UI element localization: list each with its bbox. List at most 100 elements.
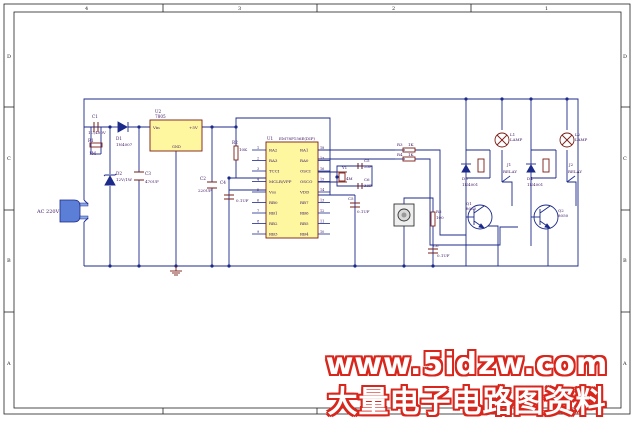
mcu-left-pin-label: RB1 [269, 211, 278, 216]
q1-value: 8050 [466, 206, 477, 211]
mcu-left-pin-label: MCLR/VPP [269, 179, 292, 184]
r4-value: 1K [408, 152, 415, 157]
r5-ref: R5 [436, 209, 442, 214]
j2-ref: J2 [568, 162, 574, 167]
mcu-left-pin-number: 7 [257, 209, 259, 213]
relay-coil-j1 [477, 158, 485, 173]
mcu-right-pin-number: 15 [320, 177, 324, 181]
mcu-right-pin-number: 13 [320, 198, 324, 202]
mcu-right-pin-label: RB4 [300, 232, 309, 237]
resistor-r1 [89, 142, 103, 148]
frame-col-label: 2 [392, 6, 395, 12]
c1-ref: C1 [92, 114, 98, 119]
mcu-left-pin-label: RB0 [269, 200, 278, 205]
c4-value: 0.1UF [236, 198, 249, 203]
q1-ref: Q1 [466, 201, 472, 206]
d2-ref: D2 [116, 171, 122, 176]
l1-ref: L1 [510, 132, 515, 137]
mcu-right-pin-number: 17 [320, 156, 324, 160]
j2-value: RELAY [568, 169, 582, 174]
d2-value: 12V/1W [116, 177, 133, 182]
j1-value: RELAY [503, 169, 517, 174]
mcu-right-pin-label: OSCI [300, 169, 311, 174]
regulator-u2 [149, 119, 203, 152]
l2-value: LAMP [575, 137, 588, 142]
capacitor-c5 [357, 163, 363, 169]
mcu-right-pin-label: RA1 [300, 148, 308, 153]
trimmer-icon [393, 203, 415, 227]
c3-value: 470UF [145, 179, 159, 184]
frame-row-label: D [7, 54, 11, 60]
mcu-right-pin-label: RB6 [300, 211, 309, 216]
relay-switch-j2 [566, 175, 576, 183]
mcu-left-pin-number: 2 [257, 156, 259, 160]
d3-value: 1N4001 [462, 182, 478, 187]
mcu-right-pin-label: RB5 [300, 221, 309, 226]
l2-ref: L2 [575, 132, 581, 137]
mcu-left-pin-label: RA3 [269, 158, 278, 163]
c6-ref: C6 [364, 177, 370, 182]
mcu-right-pin-number: 14 [320, 188, 324, 192]
frame-row-label: B [7, 258, 11, 264]
mcu-right-pin-number: 10 [320, 230, 324, 234]
ground-icon [170, 266, 182, 276]
crystal-ref: Y1 [341, 165, 347, 170]
d3-ref: D3 [462, 176, 468, 181]
resistor-r3 [402, 147, 416, 153]
mcu-right-pin-number: 11 [320, 219, 324, 223]
ac-input-label: AC 220V [36, 209, 60, 215]
mcu-left-pin-label: TCCI [269, 169, 280, 174]
mcu-left-pin-number: 6 [257, 198, 259, 202]
mcu-right-pin-label: RB7 [300, 200, 309, 205]
capacitor-c3 [134, 171, 144, 181]
r5-value: 100 [436, 215, 444, 220]
r2-ref: R2 [232, 140, 238, 145]
d4-value: 1N4001 [527, 182, 543, 187]
capacitor-c1 [93, 122, 99, 132]
c2-value: 220UF [198, 188, 212, 193]
watermark-cn: 大量电子电路图资料 [327, 385, 607, 420]
transistor-q2-icon [531, 204, 559, 230]
watermark-url: www.5idzw.com [325, 347, 609, 382]
q2-ref: Q2 [558, 208, 564, 213]
frame-labels: 4 3 2 1 D C B A D C B A [6, 6, 627, 367]
mcu-right-pin-number: 12 [320, 209, 324, 213]
r2-value: 10K [239, 147, 248, 152]
c4-ref: C4 [220, 180, 226, 185]
c2-ref: C2 [200, 176, 206, 181]
c1-value: 1U/400V [88, 130, 106, 135]
c8-value: 0.1UF [437, 253, 450, 258]
resistor-r4 [402, 156, 416, 162]
frame-row-label: C [623, 156, 627, 162]
u2-pin-vin: Vin [152, 125, 160, 130]
r3-value: 1K [408, 142, 415, 147]
crystal-value: 4M [346, 176, 353, 181]
capacitor-c6 [357, 183, 363, 189]
diode-d3-icon [461, 163, 471, 173]
capacitor-c2 [207, 181, 217, 189]
mcu-left-pin-number: 1 [257, 146, 259, 150]
d4-ref: D4 [527, 176, 533, 181]
mcu-left-pin-label: RB3 [269, 232, 278, 237]
r3-ref: R3 [397, 142, 403, 147]
zener-d2-icon [103, 173, 117, 186]
mcu-right-pin-label: VDD [299, 190, 309, 195]
ac-plug-icon [59, 199, 89, 223]
d1-value: 1N4007 [116, 142, 133, 147]
mcu-pins: RA21RA32TCCI3MCLR/VPP4Vss5RB06RB17RB28RB… [252, 146, 330, 237]
diode-d4-icon [526, 163, 536, 173]
resistor-r5 [430, 211, 436, 227]
relay-coil-j2 [542, 158, 550, 173]
lamp-icon [559, 132, 575, 148]
frame-row-label: D [623, 54, 627, 60]
l1-value: LAMP [510, 137, 523, 142]
c7-value: 0.1UF [357, 209, 370, 214]
frame-row-label: B [623, 258, 627, 264]
u2-pin-gnd: GND [172, 145, 181, 149]
junction-dots [108, 97, 569, 268]
diode-d1-icon [117, 121, 129, 133]
u2-value: 7805 [155, 114, 166, 119]
frame-col-label: 3 [238, 6, 241, 12]
c7-ref: C5 [348, 196, 354, 201]
j1-ref: J1 [506, 162, 511, 167]
